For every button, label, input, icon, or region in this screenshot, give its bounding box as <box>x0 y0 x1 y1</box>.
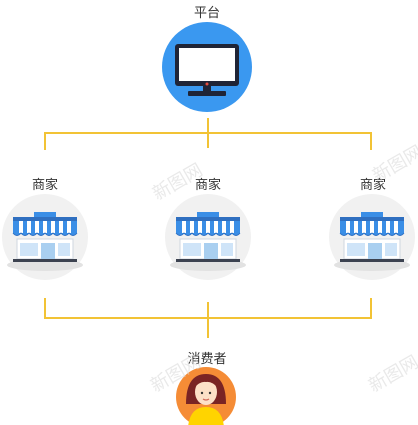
user-avatar-icon <box>186 374 226 425</box>
consumer-connector <box>44 298 372 338</box>
platform-label: 平台 <box>193 6 220 21</box>
platform-connector <box>44 118 372 150</box>
merchant-label-left: 商家 <box>31 178 58 193</box>
consumer-label: 消费者 <box>187 352 227 367</box>
merchant-node-left <box>2 194 88 280</box>
merchant-node-right <box>329 194 415 280</box>
consumer-node <box>176 367 236 425</box>
merchant-label-right: 商家 <box>359 178 386 193</box>
storefront-icon <box>12 212 78 262</box>
merchant-label-center: 商家 <box>194 178 221 193</box>
merchant-node-center <box>165 194 251 280</box>
storefront-icon <box>339 212 405 262</box>
storefront-icon <box>175 212 241 262</box>
platform-node <box>162 22 252 112</box>
monitor-icon <box>175 44 239 96</box>
